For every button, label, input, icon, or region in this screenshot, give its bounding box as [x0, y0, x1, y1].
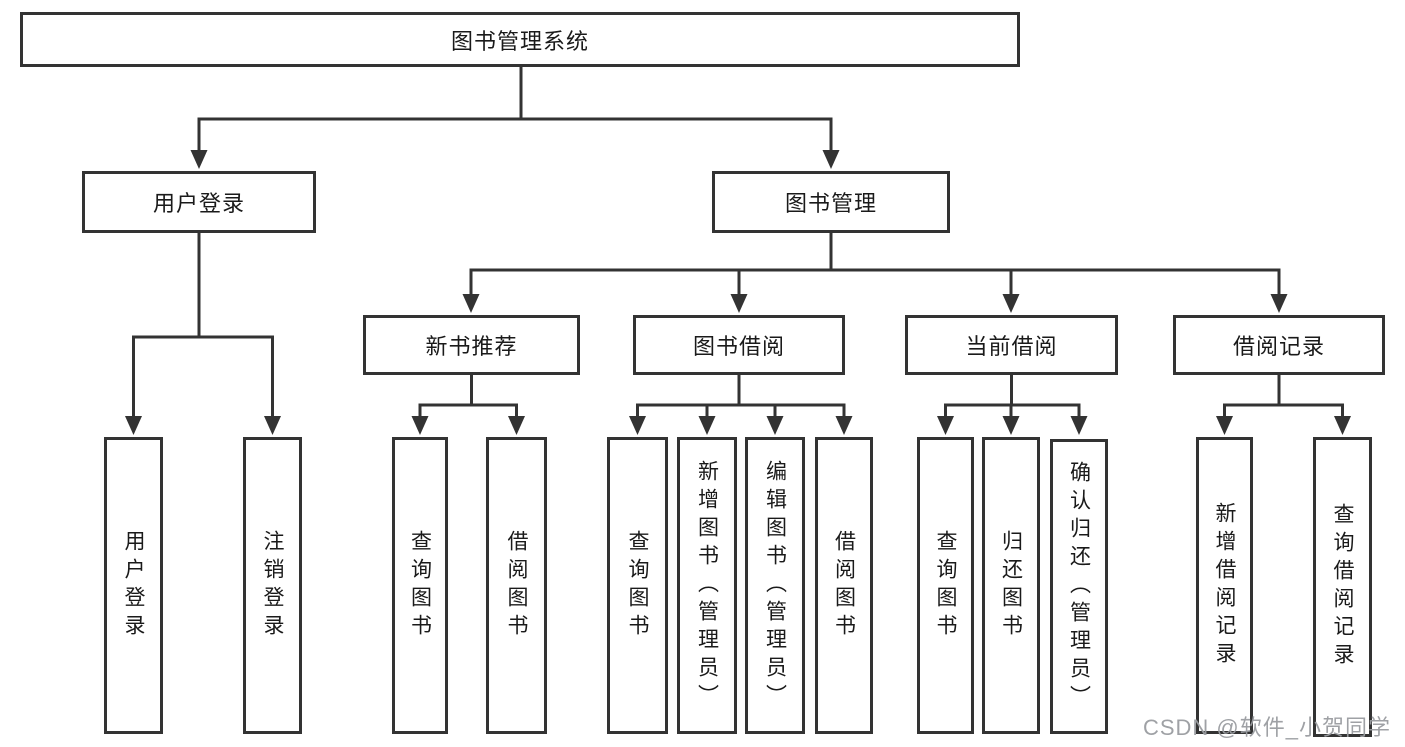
leaf-add-borrow-record: 新增借阅记录 — [1196, 437, 1253, 734]
leaf-add-books-admin: 新增图书（管理员） — [677, 437, 737, 734]
leaf-query-books-borrowing: 查询图书 — [607, 437, 668, 734]
leaf-confirm-return-admin: 确认归还（管理员） — [1050, 439, 1108, 734]
connector-new-book — [418, 375, 518, 417]
node-user-login: 用户登录 — [82, 171, 316, 233]
connector-current-borrowing — [944, 375, 1081, 417]
connector-borrowing-records — [1223, 375, 1344, 417]
node-book-management-system: 图书管理系统 — [20, 12, 1020, 67]
leaf-user-login: 用户登录 — [104, 437, 163, 734]
node-borrowing-records: 借阅记录 — [1173, 315, 1385, 375]
leaf-query-books-current: 查询图书 — [917, 437, 974, 734]
leaf-query-borrow-record: 查询借阅记录 — [1313, 437, 1372, 737]
connector-book-borrowing — [636, 375, 846, 417]
arrowheads — [125, 150, 1351, 435]
node-book-borrowing: 图书借阅 — [633, 315, 845, 375]
leaf-borrow-books-recommend: 借阅图书 — [486, 437, 547, 734]
leaf-logout: 注销登录 — [243, 437, 302, 734]
connector-book-management — [469, 233, 1281, 295]
watermark: CSDN @软件_小贺同学 — [1142, 715, 1391, 740]
leaf-borrow-books-borrowing: 借阅图书 — [815, 437, 873, 734]
connector-user-login — [132, 233, 274, 417]
node-book-management: 图书管理 — [712, 171, 950, 233]
connector-root — [197, 67, 833, 152]
node-new-book-recommendation: 新书推荐 — [363, 315, 580, 375]
leaf-query-books-recommend: 查询图书 — [392, 437, 448, 734]
leaf-edit-books-admin: 编辑图书（管理员） — [745, 437, 805, 734]
node-current-borrowing: 当前借阅 — [905, 315, 1118, 375]
leaf-return-books: 归还图书 — [982, 437, 1040, 734]
